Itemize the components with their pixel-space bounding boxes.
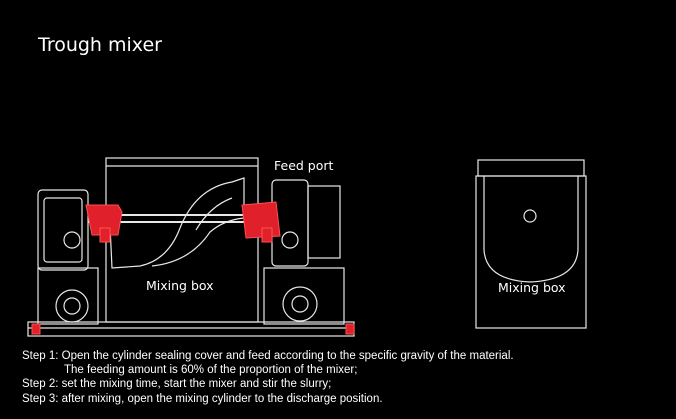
step-1: Step 1: Open the cylinder sealing cover … — [22, 350, 514, 362]
step-3: Step 3: after mixing, open the mixing cy… — [22, 392, 383, 405]
mixing-box-end-label: Mixing box — [498, 280, 566, 295]
left-motor-housing — [37, 267, 99, 325]
left-gearbox-inner — [43, 197, 83, 263]
step-2: Step 2: set the mixing time, start the m… — [22, 378, 332, 391]
end-view-cover — [477, 159, 585, 177]
right-motor-housing — [263, 267, 345, 325]
right-motor-pulley — [282, 286, 318, 322]
mixing-box-side-label: Mixing box — [146, 278, 214, 293]
step-1-continued: The feeding amount is 60% of the proport… — [64, 364, 358, 377]
sigma-blade — [109, 177, 245, 269]
mixing-trough — [105, 157, 259, 323]
end-view-shaft — [523, 209, 537, 223]
left-foot-pad — [31, 323, 41, 335]
left-seal-coupling — [85, 204, 123, 236]
right-seal-coupling — [241, 201, 281, 239]
end-view-frame — [475, 175, 587, 329]
left-gearbox — [37, 189, 89, 271]
page-title: Trough mixer — [38, 34, 162, 56]
feed-port-label: Feed port — [274, 158, 334, 173]
left-motor-pulley — [55, 289, 89, 323]
right-seal-flange — [261, 227, 273, 243]
sigma-blade-edge — [195, 197, 233, 231]
left-shaft-wheel — [63, 231, 81, 249]
right-motor-hub — [291, 295, 309, 313]
procedure-steps: Step 1: Open the cylinder sealing cover … — [22, 349, 662, 406]
right-foot-pad — [345, 323, 355, 335]
end-view-trough — [483, 176, 579, 283]
right-shaft-wheel — [281, 231, 299, 249]
right-gearbox-cover — [307, 185, 341, 259]
left-seal-flange — [99, 227, 111, 243]
left-motor-hub — [63, 297, 81, 315]
